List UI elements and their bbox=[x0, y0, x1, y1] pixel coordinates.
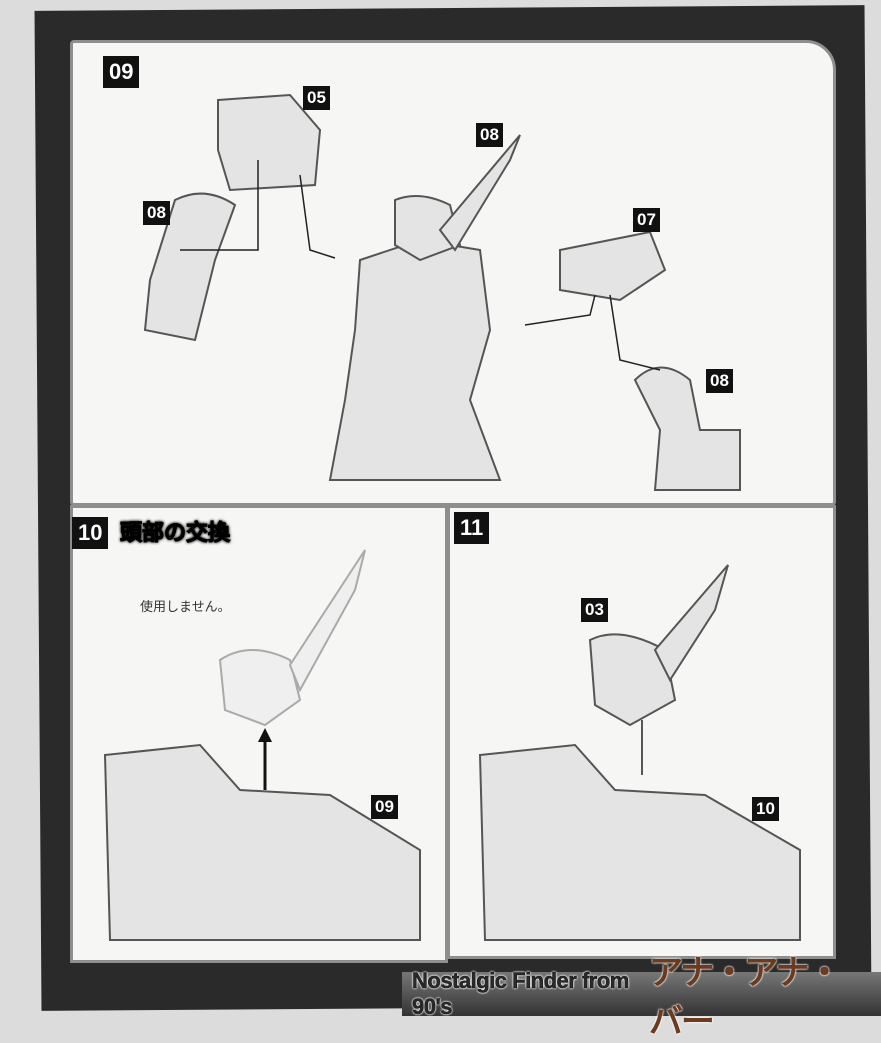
arm-part-08-right bbox=[633, 366, 741, 491]
watermark-logo: アナ・アナ・バー bbox=[648, 953, 842, 1042]
part-label: 05 bbox=[303, 86, 330, 110]
antenna bbox=[438, 134, 521, 252]
part-label: 08 bbox=[706, 369, 733, 393]
unused-note: 使用しません。 bbox=[140, 600, 231, 615]
part-label: 09 bbox=[371, 795, 398, 819]
step-number-09: 09 bbox=[103, 56, 140, 88]
head-part-08 bbox=[394, 195, 462, 262]
torso-step-11 bbox=[478, 743, 801, 941]
part-label: 08 bbox=[143, 201, 170, 225]
shoulder-part-07 bbox=[559, 230, 667, 302]
unused-head bbox=[218, 649, 302, 727]
part-label: 08 bbox=[476, 123, 503, 147]
part-label: 10 bbox=[752, 797, 779, 821]
part-label: 07 bbox=[633, 208, 660, 232]
shoulder-part-05 bbox=[217, 93, 322, 192]
watermark-english: Nostalgic Finder from 90's bbox=[412, 968, 630, 1020]
step-10-title: 頭部の交換 bbox=[119, 521, 231, 547]
part-label: 03 bbox=[581, 598, 608, 622]
head-part-03 bbox=[588, 633, 677, 727]
torso-step-10 bbox=[103, 743, 421, 941]
step-number-10: 10 bbox=[72, 517, 109, 549]
arm-part-08-left bbox=[143, 192, 237, 342]
watermark: Nostalgic Finder from 90's アナ・アナ・バー bbox=[402, 953, 881, 1042]
torso-body bbox=[328, 238, 502, 481]
step-number-11: 11 bbox=[454, 512, 490, 544]
